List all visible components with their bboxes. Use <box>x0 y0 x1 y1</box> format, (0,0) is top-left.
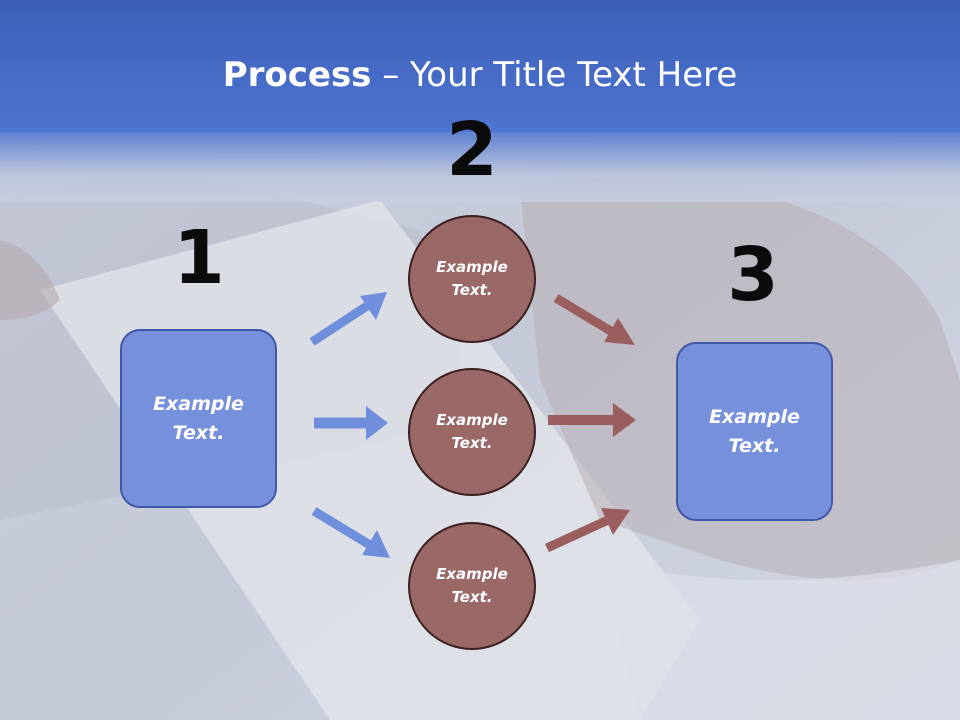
circle-bottom-label: Example Text. <box>436 565 508 606</box>
slide-title: Process – Your Title Text Here <box>0 52 960 98</box>
step-1-label: Example Text. <box>153 392 244 444</box>
step-number-2: 2 <box>446 107 498 193</box>
step-3-box[interactable]: Example Text. <box>676 342 833 521</box>
step-number-3: 3 <box>727 232 779 318</box>
step-2-circle-bottom[interactable]: Example Text. <box>408 522 536 650</box>
arrow-left-to-top <box>309 292 387 346</box>
title-rest: – Your Title Text Here <box>371 55 738 95</box>
arrow-top-to-right <box>553 294 635 345</box>
arrow-middle-to-right <box>548 403 636 437</box>
arrow-left-to-bottom <box>311 507 390 558</box>
arrow-bottom-to-right <box>545 508 630 553</box>
step-number-1: 1 <box>173 215 225 301</box>
title-bold: Process <box>222 55 372 95</box>
arrow-left-to-middle <box>314 406 388 440</box>
step-3-label: Example Text. <box>709 405 800 457</box>
step-1-box[interactable]: Example Text. <box>120 329 277 508</box>
circle-middle-label: Example Text. <box>436 411 508 452</box>
step-2-circle-top[interactable]: Example Text. <box>408 215 536 343</box>
step-2-circle-middle[interactable]: Example Text. <box>408 368 536 496</box>
circle-top-label: Example Text. <box>436 258 508 299</box>
